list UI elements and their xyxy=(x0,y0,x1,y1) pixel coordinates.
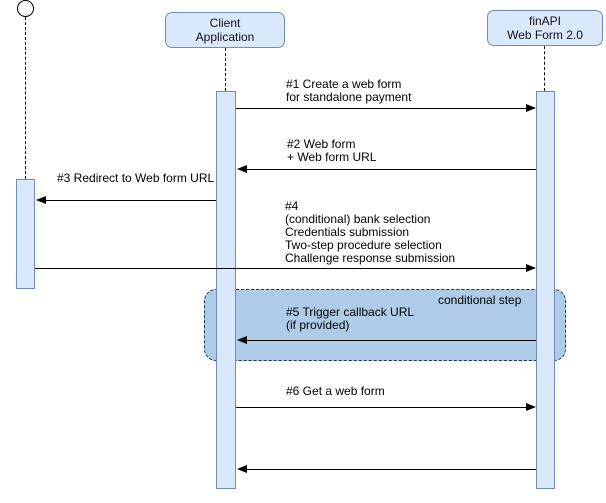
arrowhead-right-icon xyxy=(526,264,536,272)
arrow-3-redirect xyxy=(36,196,216,205)
finapi-activation-bar xyxy=(536,91,555,489)
conditional-step-label: conditional step xyxy=(438,293,522,307)
arrowhead-left-icon xyxy=(237,165,247,173)
conditional-step-region xyxy=(204,289,566,361)
arrowhead-right-icon xyxy=(526,403,536,411)
arrow-7-return xyxy=(237,465,536,474)
client-lifeline xyxy=(225,48,226,91)
finapi-webform-label: finAPI Web Form 2.0 xyxy=(507,14,583,42)
arrowhead-right-icon xyxy=(526,104,536,112)
arrow-line xyxy=(245,169,536,171)
arrow-1-create-web-form xyxy=(236,104,536,113)
arrow-line xyxy=(236,407,528,409)
message-label-6: #6 Get a web form xyxy=(284,384,387,399)
arrowhead-left-icon xyxy=(237,336,247,344)
finapi-webform-box: finAPI Web Form 2.0 xyxy=(487,10,603,46)
message-label-3: #3 Redirect to Web form URL xyxy=(55,171,217,186)
message-label-5: #5 Trigger callback URL (if provided) xyxy=(286,305,415,332)
arrow-line xyxy=(35,268,528,270)
arrow-5-trigger-callback xyxy=(237,336,536,345)
arrow-2-web-form-url xyxy=(237,165,536,174)
arrow-line xyxy=(44,200,216,202)
client-application-box: Client Application xyxy=(165,12,285,48)
message-label-1: #1 Create a web form for standalone paym… xyxy=(284,77,414,105)
arrow-line xyxy=(236,108,528,110)
client-application-label: Client Application xyxy=(195,16,255,44)
message-label-2: #2 Web form + Web form URL xyxy=(285,137,379,165)
arrowhead-left-icon xyxy=(237,465,247,473)
finapi-lifeline xyxy=(544,46,545,91)
arrow-4-user-interaction xyxy=(35,264,536,273)
start-node-circle-icon xyxy=(17,0,34,17)
arrow-line xyxy=(245,469,536,471)
arrow-6-get-web-form xyxy=(236,403,536,412)
arrowhead-left-icon xyxy=(36,196,46,204)
message-label-4: #4 (conditional) bank selection Credenti… xyxy=(283,199,458,266)
arrow-line xyxy=(245,340,536,342)
user-lifeline xyxy=(25,17,26,179)
user-activation-bar xyxy=(16,179,35,289)
client-activation-bar xyxy=(216,91,236,489)
